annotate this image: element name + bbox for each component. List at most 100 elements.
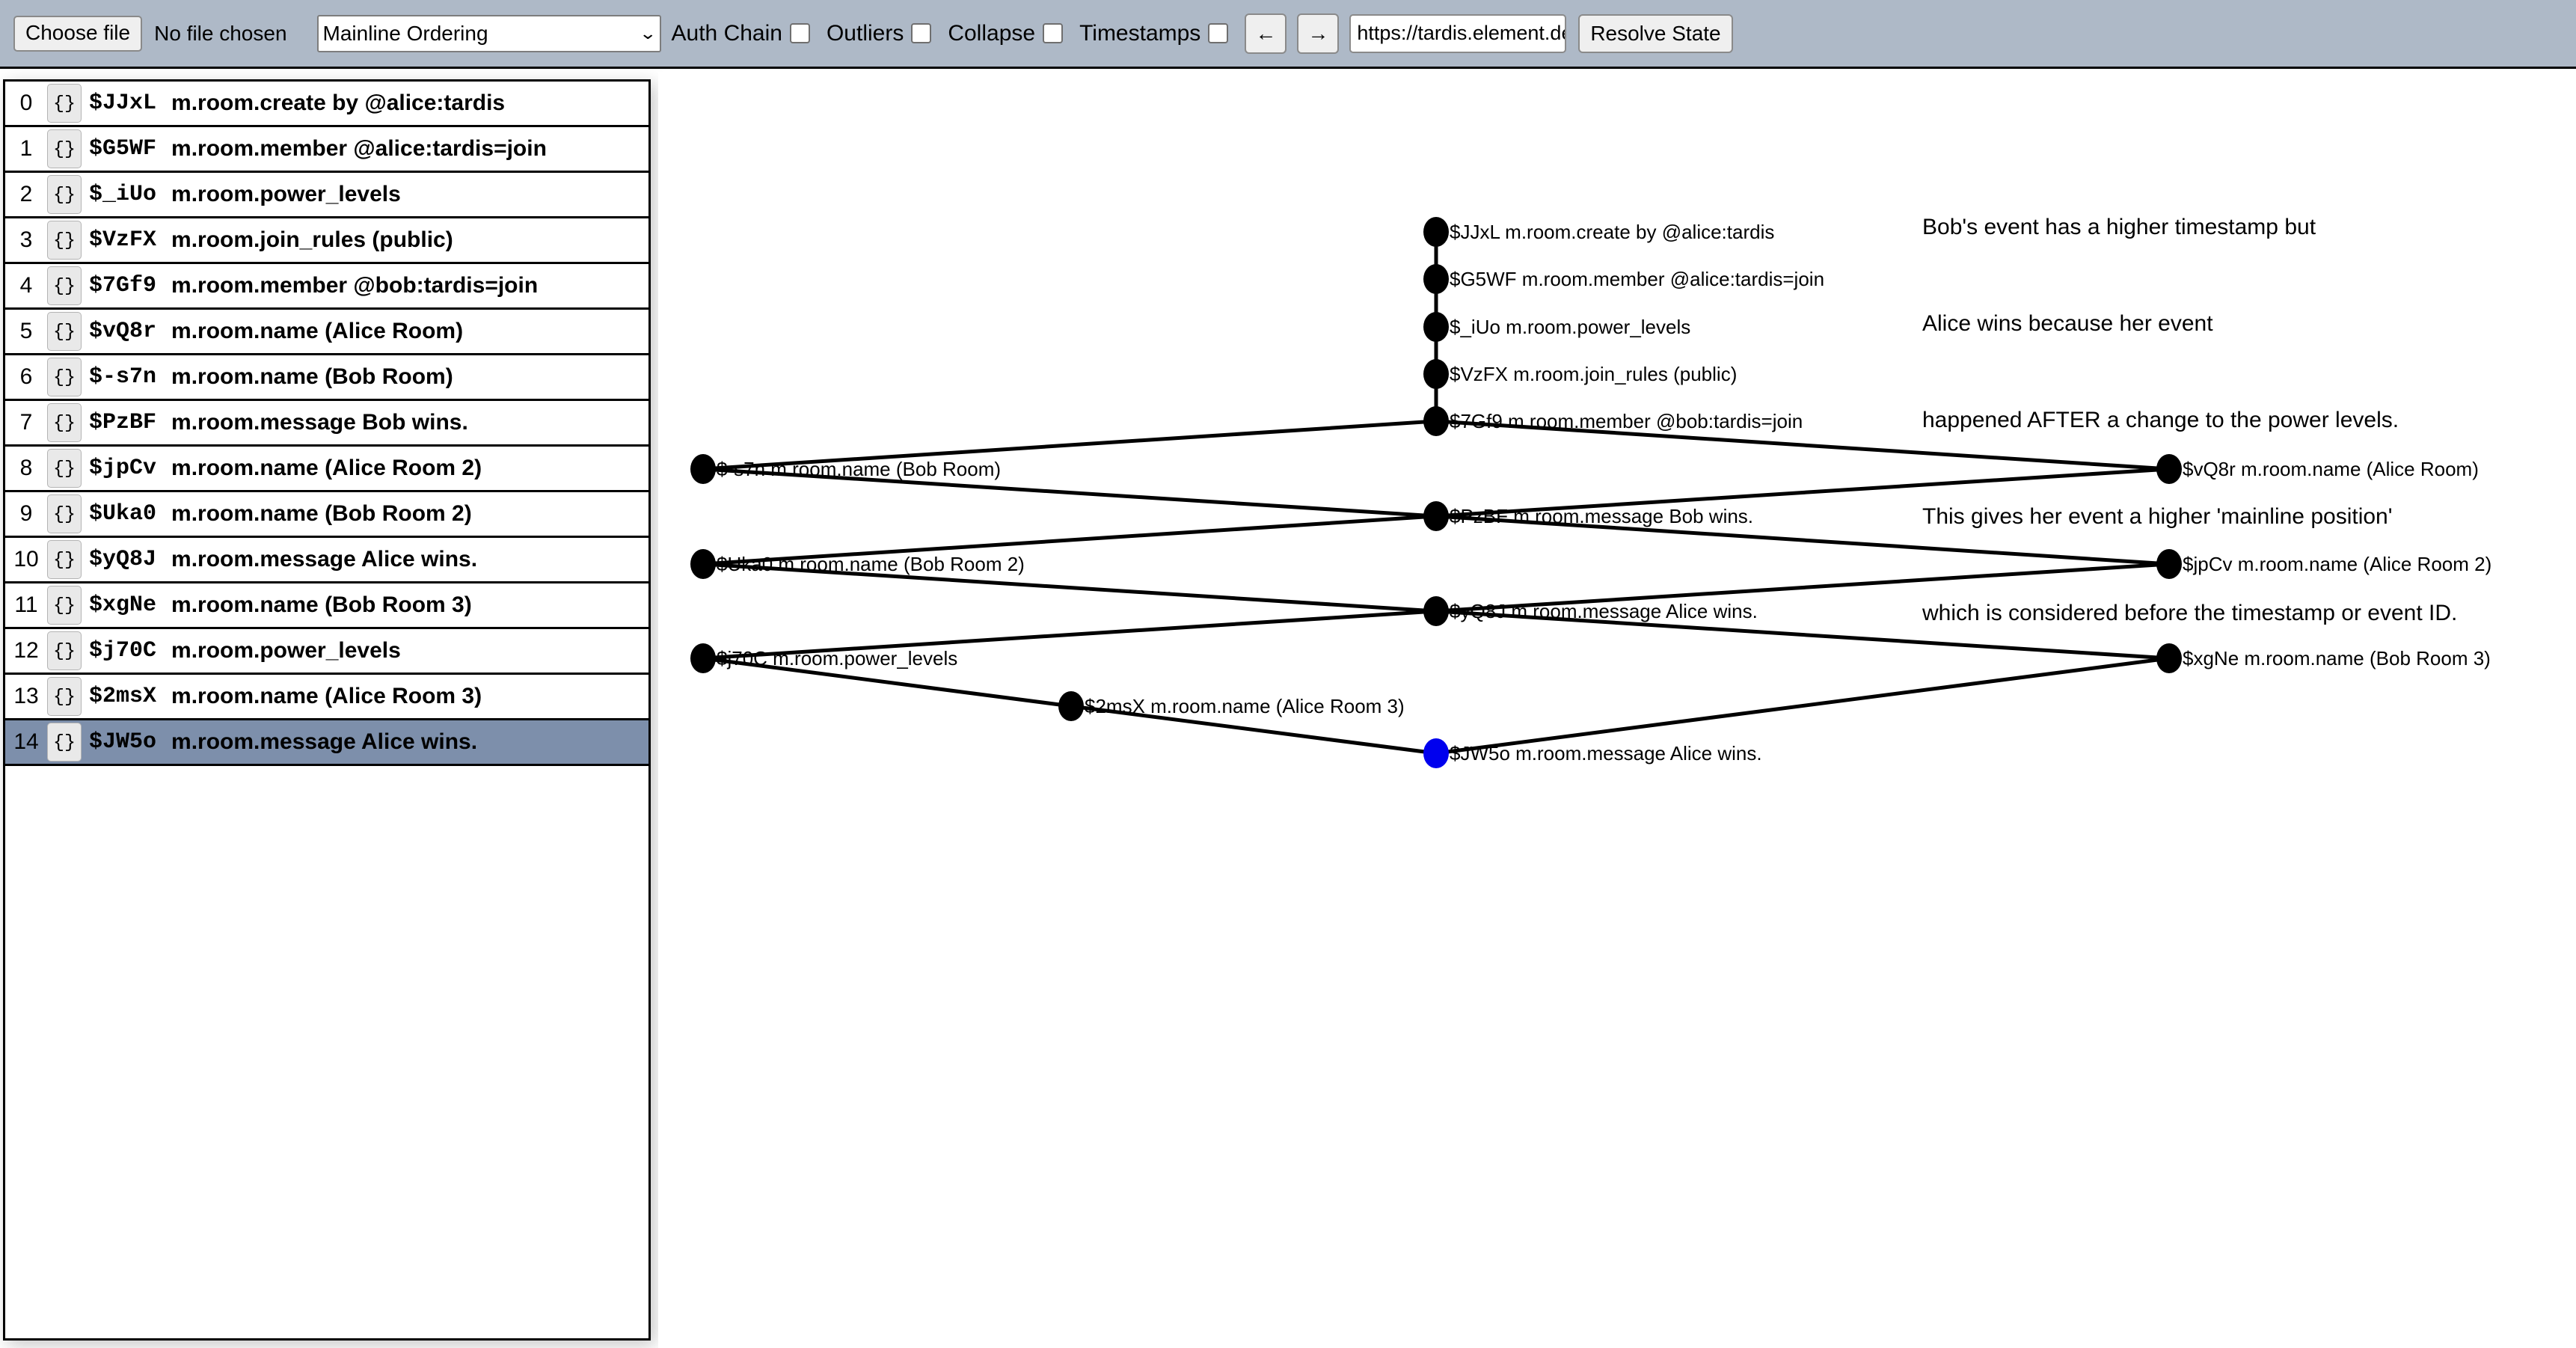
- graph-nodes[interactable]: [690, 217, 2182, 768]
- event-graph-canvas[interactable]: $JJxL m.room.create by @alice:tardis$G5W…: [658, 72, 2576, 1348]
- event-row-description: m.room.message Bob wins.: [171, 410, 468, 435]
- graph-node[interactable]: [1058, 691, 1084, 721]
- event-row-id: $xgNe: [89, 592, 157, 618]
- graph-node[interactable]: [1423, 312, 1449, 342]
- event-row-description: m.room.join_rules (public): [171, 227, 453, 252]
- choose-file-button[interactable]: Choose file: [13, 15, 143, 52]
- event-row-description: m.room.name (Bob Room 2): [171, 501, 472, 526]
- event-json-badge[interactable]: {}: [47, 586, 82, 625]
- event-json-badge[interactable]: {}: [47, 221, 82, 260]
- algorithm-select[interactable]: Mainline Ordering ⌄: [316, 14, 661, 52]
- graph-node[interactable]: [1423, 596, 1449, 626]
- graph-node[interactable]: [690, 549, 716, 579]
- graph-node[interactable]: [2156, 643, 2182, 673]
- event-row-id: $-s7n: [89, 364, 157, 390]
- event-row-id: $j70C: [89, 638, 157, 664]
- event-row-description: m.room.power_levels: [171, 182, 401, 206]
- graph-node-labels: $JJxL m.room.create by @alice:tardis$G5W…: [717, 221, 2491, 765]
- graph-node[interactable]: [1423, 264, 1449, 294]
- url-input[interactable]: https://tardis.element.dev: [1349, 13, 1567, 53]
- outliers-checkbox[interactable]: [911, 23, 932, 43]
- algorithm-select-value: Mainline Ordering: [322, 21, 488, 45]
- graph-edge: [1435, 656, 2170, 756]
- graph-node[interactable]: [1423, 501, 1449, 531]
- event-row-description: m.room.name (Alice Room): [171, 319, 464, 343]
- event-row[interactable]: 8 {} $jpCv m.room.name (Alice Room 2): [5, 447, 648, 492]
- resolve-state-button[interactable]: Resolve State: [1578, 13, 1733, 53]
- event-json-badge[interactable]: {}: [47, 540, 82, 579]
- toolbar: Choose file No file chosen Mainline Orde…: [0, 0, 2576, 69]
- annotation-line-1: Bob's event has a higher timestamp but: [1922, 215, 2316, 239]
- event-json-badge[interactable]: {}: [47, 449, 82, 488]
- event-row-index: 14: [13, 729, 39, 754]
- event-row-description: m.room.name (Alice Room 2): [171, 456, 482, 480]
- event-json-badge[interactable]: {}: [47, 631, 82, 670]
- event-row-id: $7Gf9: [89, 273, 157, 298]
- event-row-id: $_iUo: [89, 182, 157, 207]
- auth-chain-checkbox[interactable]: [789, 23, 810, 43]
- event-row-description: m.room.name (Bob Room): [171, 364, 453, 389]
- event-row[interactable]: 14 {} $JW5o m.room.message Alice wins.: [5, 720, 648, 766]
- graph-edge: [1435, 562, 2170, 613]
- event-row-id: $JW5o: [89, 729, 157, 755]
- graph-node-label: $VzFX m.room.join_rules (public): [1450, 363, 1737, 385]
- graph-edge: [1435, 419, 2170, 471]
- event-row-description: m.room.message Alice wins.: [171, 547, 478, 572]
- event-json-badge[interactable]: {}: [47, 84, 82, 123]
- event-row-index: 4: [19, 273, 33, 298]
- graph-node-label: $_iUo m.room.power_levels: [1450, 316, 1690, 338]
- graph-node-label: $jpCv m.room.name (Alice Room 2): [2183, 553, 2491, 575]
- collapse-checkbox[interactable]: [1043, 23, 1064, 43]
- graph-node-label: $-s7n m.room.name (Bob Room): [717, 458, 1001, 480]
- graph-node[interactable]: [1423, 217, 1449, 247]
- event-json-badge[interactable]: {}: [47, 723, 82, 762]
- graph-node-label: $Uka0 m.room.name (Bob Room 2): [717, 553, 1025, 575]
- event-json-badge[interactable]: {}: [47, 175, 82, 214]
- graph-node[interactable]: [1423, 359, 1449, 389]
- graph-node[interactable]: [690, 454, 716, 484]
- annotation-line-4: This gives her event a higher 'mainline …: [1922, 504, 2393, 529]
- event-row-index: 9: [19, 501, 33, 526]
- event-row-id: $jpCv: [89, 456, 157, 481]
- event-json-badge[interactable]: {}: [47, 358, 82, 396]
- event-row-description: m.room.name (Bob Room 3): [171, 592, 472, 617]
- event-json-badge[interactable]: {}: [47, 494, 82, 533]
- event-row-index: 8: [19, 456, 33, 480]
- collapse-label: Collapse: [948, 20, 1036, 46]
- event-graph[interactable]: $JJxL m.room.create by @alice:tardis$G5W…: [658, 72, 2576, 1348]
- event-row-id: $vQ8r: [89, 319, 157, 344]
- graph-node[interactable]: [1423, 406, 1449, 436]
- graph-edge: [1070, 704, 1437, 756]
- event-json-badge[interactable]: {}: [47, 677, 82, 716]
- graph-node[interactable]: [690, 643, 716, 673]
- graph-edge: [702, 419, 1437, 471]
- back-button[interactable]: ←: [1245, 13, 1287, 54]
- event-json-badge[interactable]: {}: [47, 403, 82, 442]
- graph-node[interactable]: [2156, 549, 2182, 579]
- graph-node[interactable]: [2156, 454, 2182, 484]
- event-json-badge[interactable]: {}: [47, 129, 82, 168]
- timestamps-checkbox[interactable]: [1208, 23, 1229, 43]
- event-row-description: m.room.member @bob:tardis=join: [171, 273, 539, 298]
- graph-node[interactable]: [1423, 738, 1449, 768]
- event-json-badge[interactable]: {}: [47, 312, 82, 351]
- graph-node-label: $G5WF m.room.member @alice:tardis=join: [1450, 268, 1824, 290]
- event-row-description: m.room.message Alice wins.: [171, 729, 478, 754]
- event-json-badge[interactable]: {}: [47, 266, 82, 305]
- forward-button[interactable]: →: [1297, 13, 1340, 54]
- event-row-index: 3: [19, 227, 33, 252]
- event-row[interactable]: 4 {} $7Gf9 m.room.member @bob:tardis=join: [5, 264, 648, 310]
